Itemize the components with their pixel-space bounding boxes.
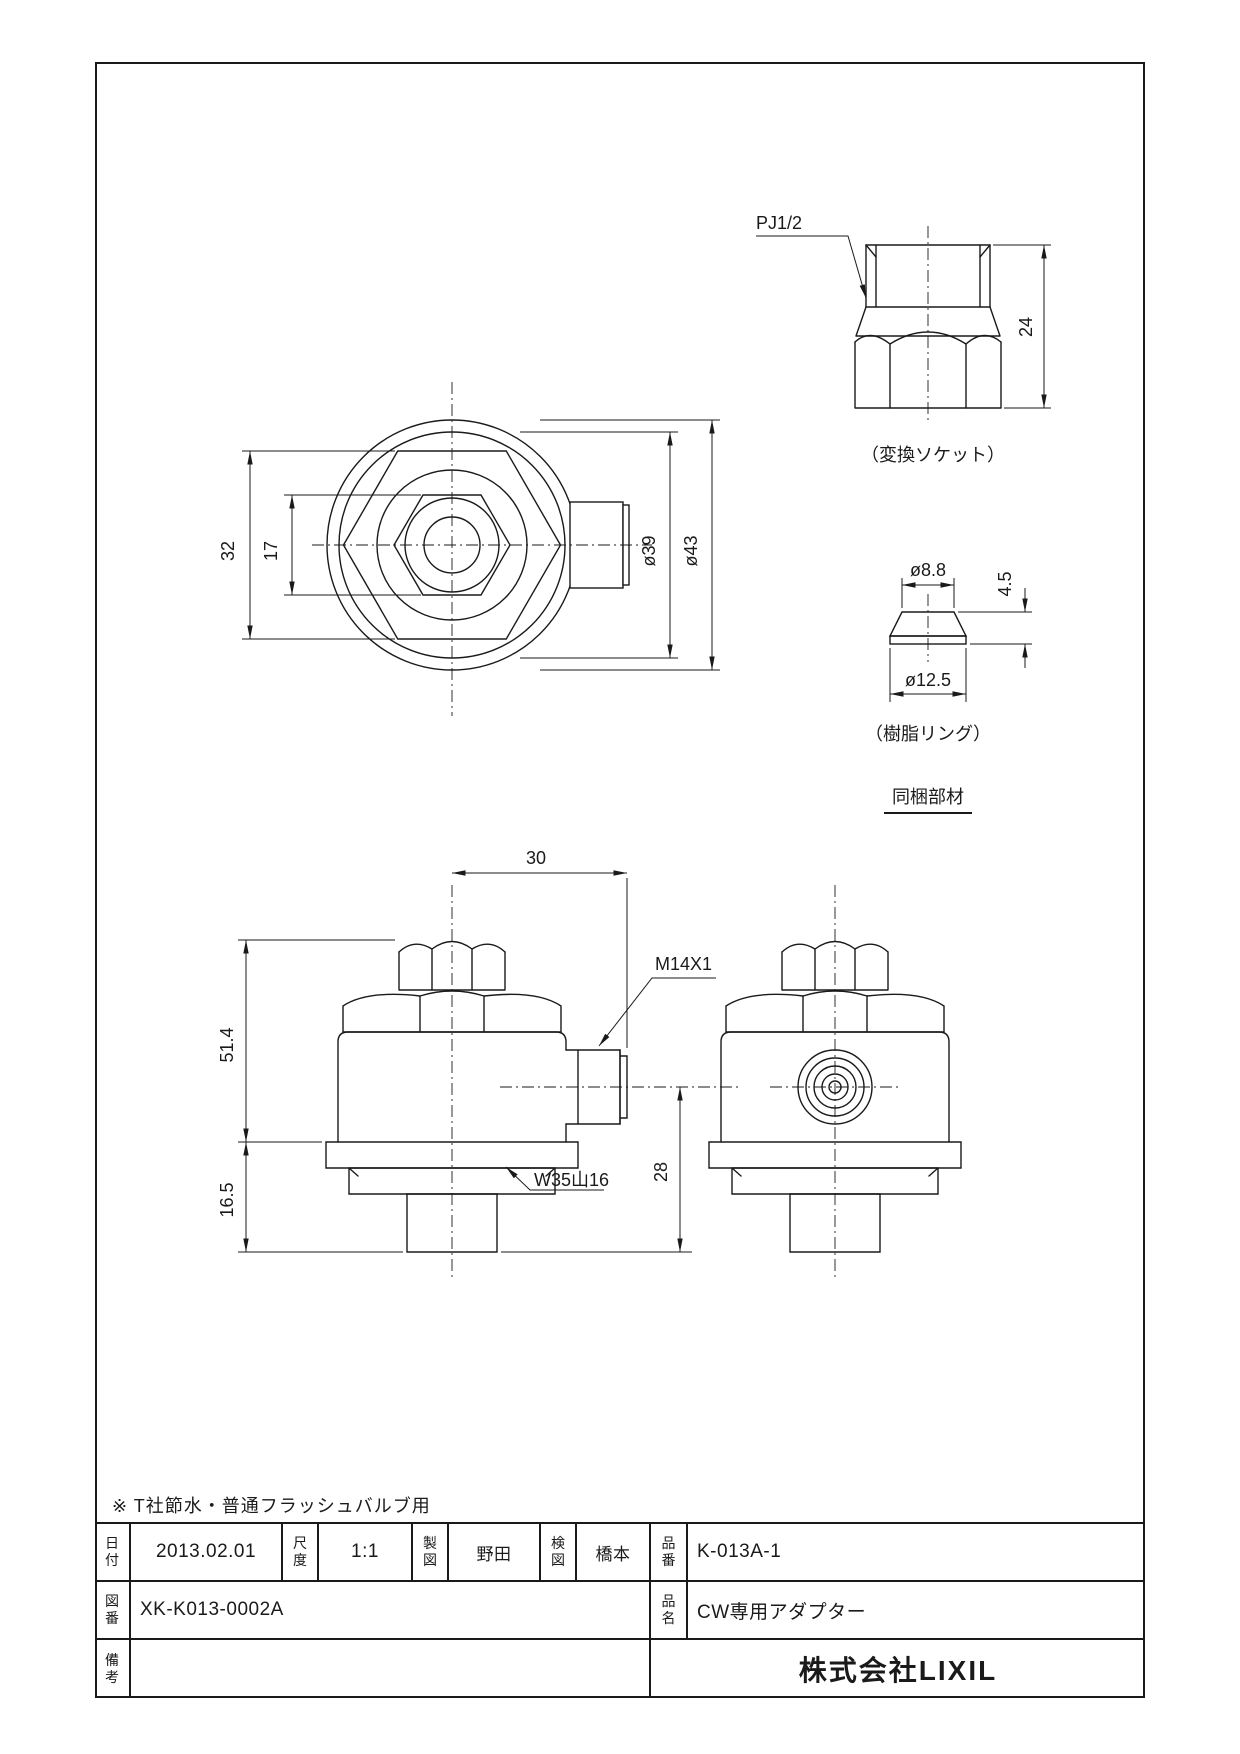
date-cell: 2013.02.01 <box>131 1524 283 1580</box>
drawing-no-cell: XK-K013-0002A <box>131 1582 651 1638</box>
checked-label: 検図 <box>551 1535 565 1568</box>
scale-label-cell: 尺度 <box>283 1524 319 1580</box>
bundle-label: 同梱部材 <box>892 787 964 807</box>
top-width-inner-dim: 17 <box>261 541 281 561</box>
front-view: 30 M14X1 51.4 28 16.5 W35山16 <box>217 848 740 1280</box>
checked-label-cell: 検図 <box>541 1524 577 1580</box>
ring-caption: （樹脂リング） <box>865 724 991 744</box>
drafted-cell: 野田 <box>449 1524 541 1580</box>
part-no-label: 品番 <box>661 1535 676 1568</box>
title-block: 日付 2013.02.01 尺度 1:1 製図 野田 検図 橋本 <box>95 1522 1145 1698</box>
company-cell: 株式会社LIXIL <box>651 1640 1145 1698</box>
usage-note: ※ T社節水・普通フラッシュバルブ用 <box>112 1496 431 1516</box>
front-nipple-length-dim: 30 <box>526 848 546 868</box>
ring-dia-top-dim: ø8.8 <box>910 560 946 580</box>
remarks-label: 備考 <box>105 1652 119 1685</box>
socket-caption: （変換ソケット） <box>861 445 1005 465</box>
part-no-cell: K-013A-1 <box>688 1524 1145 1580</box>
part-no-value: K-013A-1 <box>697 1541 782 1562</box>
part-no-label-cell: 品番 <box>651 1524 688 1580</box>
date-label-cell: 日付 <box>95 1524 131 1580</box>
product-label: 品名 <box>661 1593 676 1626</box>
side-view <box>708 885 962 1280</box>
product-name-value: CW専用アダプター <box>697 1601 867 1623</box>
top-dia-outer-dim: ø43 <box>681 535 701 566</box>
date-value: 2013.02.01 <box>155 1541 257 1562</box>
company-name: 株式会社LIXIL <box>798 1655 998 1686</box>
drawing-no-label-cell: 図番 <box>95 1582 131 1638</box>
scale-label: 尺度 <box>293 1535 307 1568</box>
remarks-label-cell: 備考 <box>95 1640 131 1698</box>
title-block-row-1: 日付 2013.02.01 尺度 1:1 製図 野田 検図 橋本 <box>95 1524 1145 1582</box>
top-dia-inner-dim: ø39 <box>639 535 659 566</box>
title-block-row-2: 図番 XK-K013-0002A 品名 CW専用アダプター <box>95 1582 1145 1640</box>
checked-by: 橋本 <box>595 1544 631 1564</box>
front-nipple-thread-label: M14X1 <box>655 954 712 974</box>
drafted-by: 野田 <box>476 1544 512 1564</box>
top-view: 32 17 ø39 ø43 <box>218 382 720 716</box>
checked-cell: 橋本 <box>577 1524 651 1580</box>
drawing-border <box>95 62 1145 1698</box>
product-name-cell: CW専用アダプター <box>688 1582 1145 1638</box>
scale-value: 1:1 <box>351 1541 379 1562</box>
front-bottom-thread-label: W35山16 <box>534 1170 609 1190</box>
front-nipple-height-dim: 28 <box>651 1162 671 1182</box>
front-body-height-dim: 51.4 <box>217 1027 237 1062</box>
ring-height-dim: 4.5 <box>995 571 1015 596</box>
front-lower-height-dim: 16.5 <box>217 1182 237 1217</box>
title-block-row-3: 備考 株式会社LIXIL <box>95 1640 1145 1698</box>
date-label: 日付 <box>105 1535 119 1568</box>
scale-cell: 1:1 <box>319 1524 413 1580</box>
drafted-label: 製図 <box>423 1535 437 1568</box>
top-width-outer-dim: 32 <box>218 541 238 561</box>
ring-dia-bottom-dim: ø12.5 <box>905 670 951 690</box>
drawing-no-label: 図番 <box>105 1593 119 1626</box>
remarks-cell <box>131 1640 651 1698</box>
ring-view: ø8.8 4.5 ø12.5 （樹脂リング） 同梱部材 <box>865 560 1032 814</box>
socket-view: PJ1/2 24 （変換ソケット） <box>756 213 1051 465</box>
product-label-cell: 品名 <box>651 1582 688 1638</box>
drawing-no-value: XK-K013-0002A <box>140 1599 284 1620</box>
drafted-label-cell: 製図 <box>413 1524 449 1580</box>
socket-thread-label: PJ1/2 <box>756 213 802 233</box>
socket-height-dim: 24 <box>1016 317 1036 337</box>
